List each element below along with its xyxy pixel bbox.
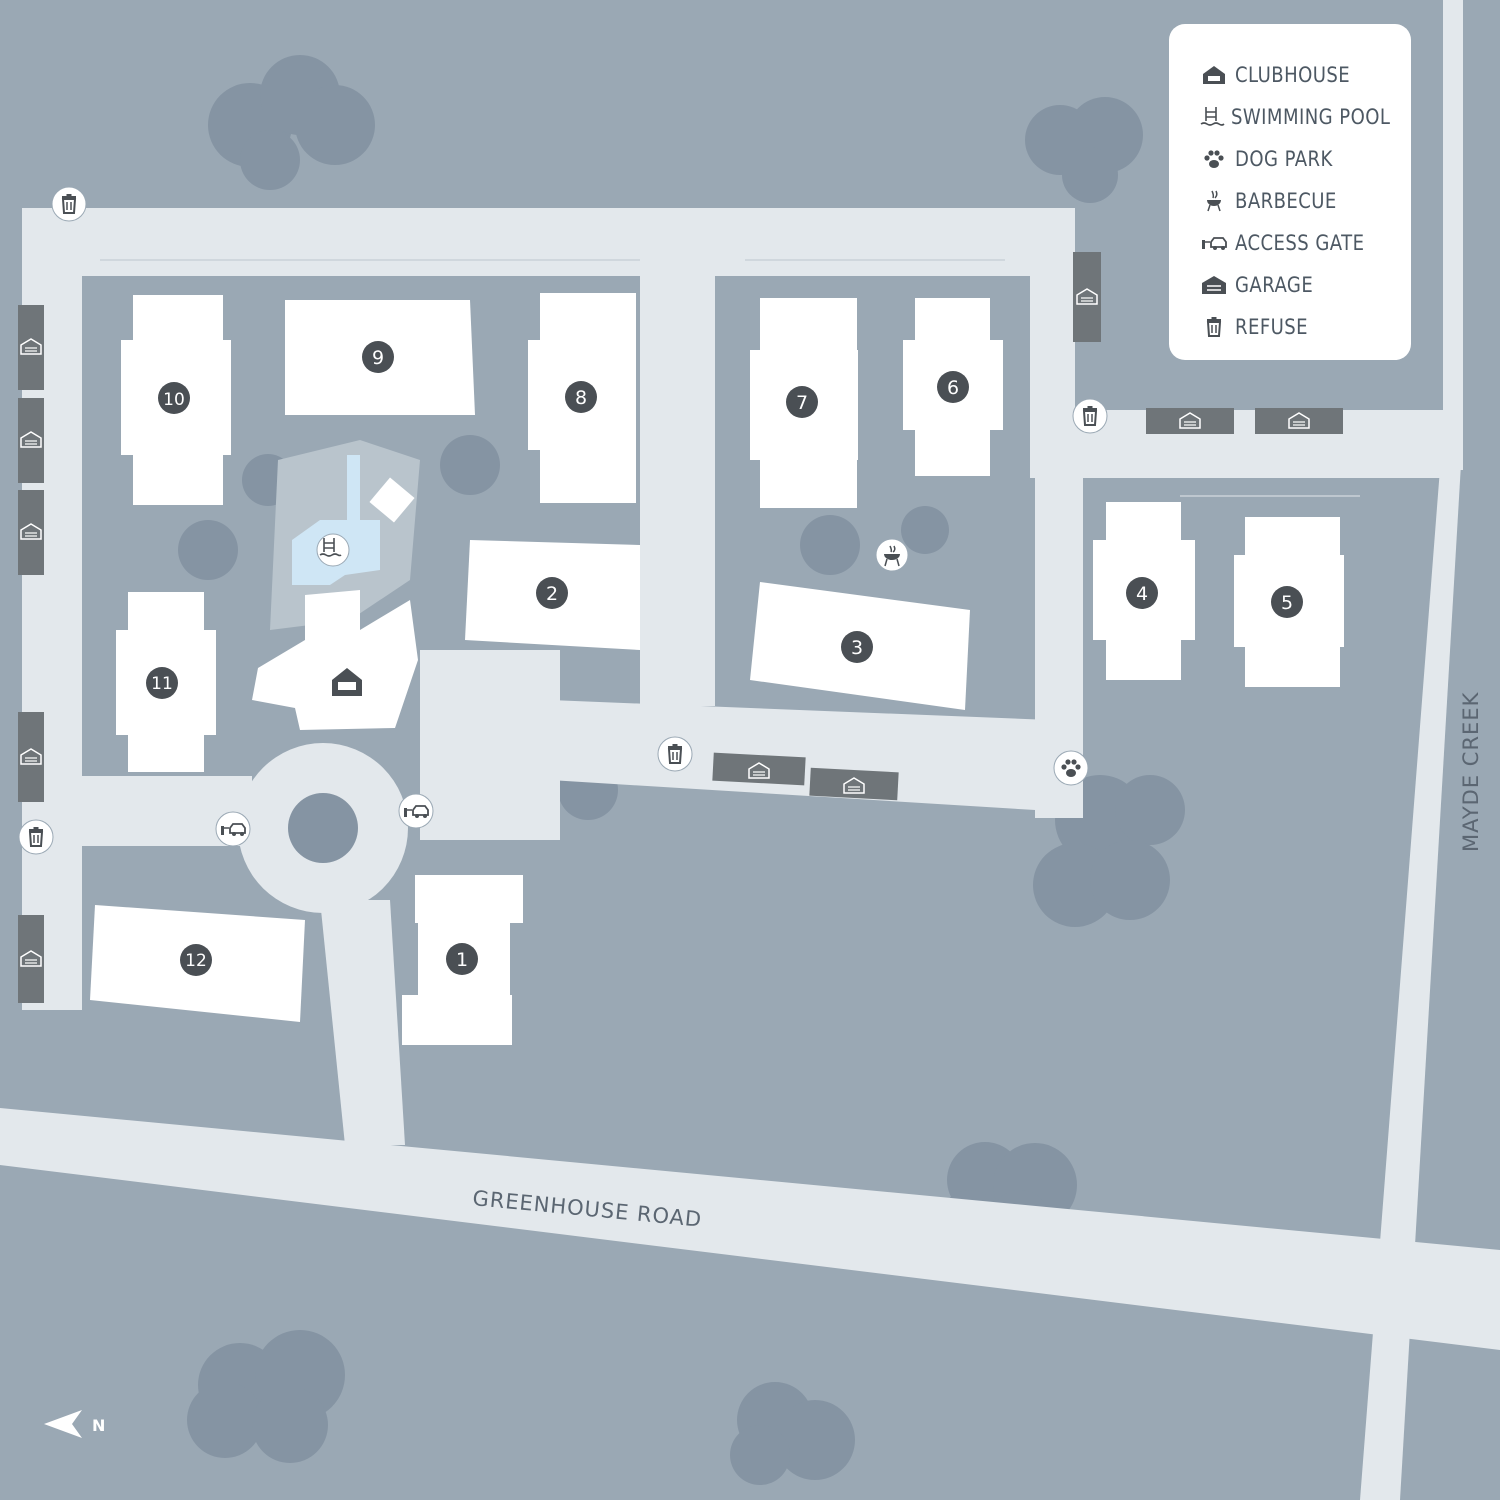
building-7-marker[interactable]: 7	[786, 386, 818, 418]
mayde-creek-label: MAYDE CREEK	[1459, 691, 1483, 852]
legend-item-dog-park: DOG PARK	[1199, 138, 1411, 180]
entrance-drive	[320, 900, 405, 1145]
building-7-label: 7	[796, 392, 808, 414]
tree-cluster	[1033, 775, 1185, 927]
trees	[178, 55, 1185, 1485]
building-12-marker[interactable]: 12	[180, 944, 212, 976]
legend-item-barbecue: BARBECUE	[1199, 180, 1411, 222]
building-6-label: 6	[947, 377, 959, 399]
building-8-marker[interactable]: 8	[565, 381, 597, 413]
access-gate-marker[interactable]	[398, 793, 434, 829]
legend-label: DOG PARK	[1235, 147, 1333, 171]
compass: N	[44, 1410, 105, 1438]
garages	[18, 252, 1343, 1003]
center-drive	[640, 276, 715, 706]
building-10-label: 10	[163, 390, 185, 410]
access-gate-icon	[1199, 231, 1229, 255]
roundabout-island	[288, 793, 358, 863]
building-numbers: 1 2 3 4 5 6 7 8 9 10 11 12	[146, 341, 1303, 976]
legend-item-swimming-pool: SWIMMING POOL	[1199, 96, 1411, 138]
mayde-creek	[1360, 430, 1463, 1500]
north-arrow-icon	[44, 1410, 82, 1438]
building-8-label: 8	[575, 387, 587, 409]
tree-cluster	[208, 55, 375, 190]
building-1-label: 1	[456, 949, 468, 971]
building-11-label: 11	[151, 674, 173, 694]
parking-stalls	[100, 259, 1360, 497]
legend-item-refuse: REFUSE	[1199, 306, 1411, 348]
building-5-marker[interactable]: 5	[1271, 586, 1303, 618]
clubhouse-icon	[1199, 63, 1229, 87]
barbecue-icon	[1199, 189, 1229, 213]
dog-park-icon	[1199, 147, 1229, 171]
bbq-marker[interactable]	[875, 538, 909, 572]
building-11-marker[interactable]: 11	[146, 667, 178, 699]
swimming-pool-icon	[1199, 105, 1225, 129]
building-2-marker[interactable]: 2	[536, 577, 568, 609]
legend-label: CLUBHOUSE	[1235, 63, 1351, 87]
building-1-marker[interactable]: 1	[446, 943, 478, 975]
building-shape	[121, 295, 231, 505]
legend-label: REFUSE	[1235, 315, 1309, 339]
pool-area	[270, 440, 420, 630]
clubhouse-marker[interactable]	[332, 668, 362, 696]
central-lot	[420, 650, 560, 840]
refuse-marker[interactable]	[51, 186, 87, 222]
tree-cluster	[1025, 97, 1143, 203]
dog-park-marker[interactable]	[1053, 750, 1089, 786]
greenhouse-road	[0, 1108, 1500, 1350]
pool-marker[interactable]	[316, 533, 350, 567]
tree-cluster	[187, 1330, 345, 1463]
north-drive	[22, 208, 1072, 276]
mayde-creek-north	[1443, 0, 1463, 470]
legend-item-access-gate: ACCESS GATE	[1199, 222, 1411, 264]
legend-label: BARBECUE	[1235, 189, 1337, 213]
amenity-markers	[18, 186, 1108, 855]
legend: CLUBHOUSE SWIMMING POOL DOG PARK BARBECU…	[1169, 24, 1411, 360]
refuse-marker[interactable]	[1072, 398, 1108, 434]
access-gate-marker[interactable]	[215, 811, 251, 847]
building-2-label: 2	[546, 583, 558, 605]
legend-label: ACCESS GATE	[1235, 231, 1365, 255]
building-9-marker[interactable]: 9	[362, 341, 394, 373]
south-drive	[550, 700, 1050, 810]
compass-label: N	[92, 1416, 105, 1435]
building-shape	[1093, 502, 1195, 680]
building-4-marker[interactable]: 4	[1126, 577, 1158, 609]
building-6-marker[interactable]: 6	[937, 371, 969, 403]
legend-label: SWIMMING POOL	[1231, 105, 1391, 129]
refuse-icon	[1199, 315, 1229, 339]
building-5-label: 5	[1281, 592, 1293, 614]
building-4-label: 4	[1136, 583, 1148, 605]
building-3-label: 3	[851, 637, 863, 659]
building-9-label: 9	[372, 347, 384, 369]
buildings	[90, 293, 1344, 1045]
refuse-marker[interactable]	[18, 819, 54, 855]
legend-label: GARAGE	[1235, 273, 1314, 297]
clubhouse-building	[252, 590, 418, 730]
legend-item-clubhouse: CLUBHOUSE	[1199, 54, 1411, 96]
building-12-label: 12	[185, 951, 207, 971]
building-3-marker[interactable]: 3	[841, 631, 873, 663]
legend-item-garage: GARAGE	[1199, 264, 1411, 306]
building-10-marker[interactable]: 10	[158, 382, 190, 414]
refuse-marker[interactable]	[657, 736, 693, 772]
tree-cluster	[730, 1382, 855, 1485]
garage-icon	[1199, 273, 1229, 297]
